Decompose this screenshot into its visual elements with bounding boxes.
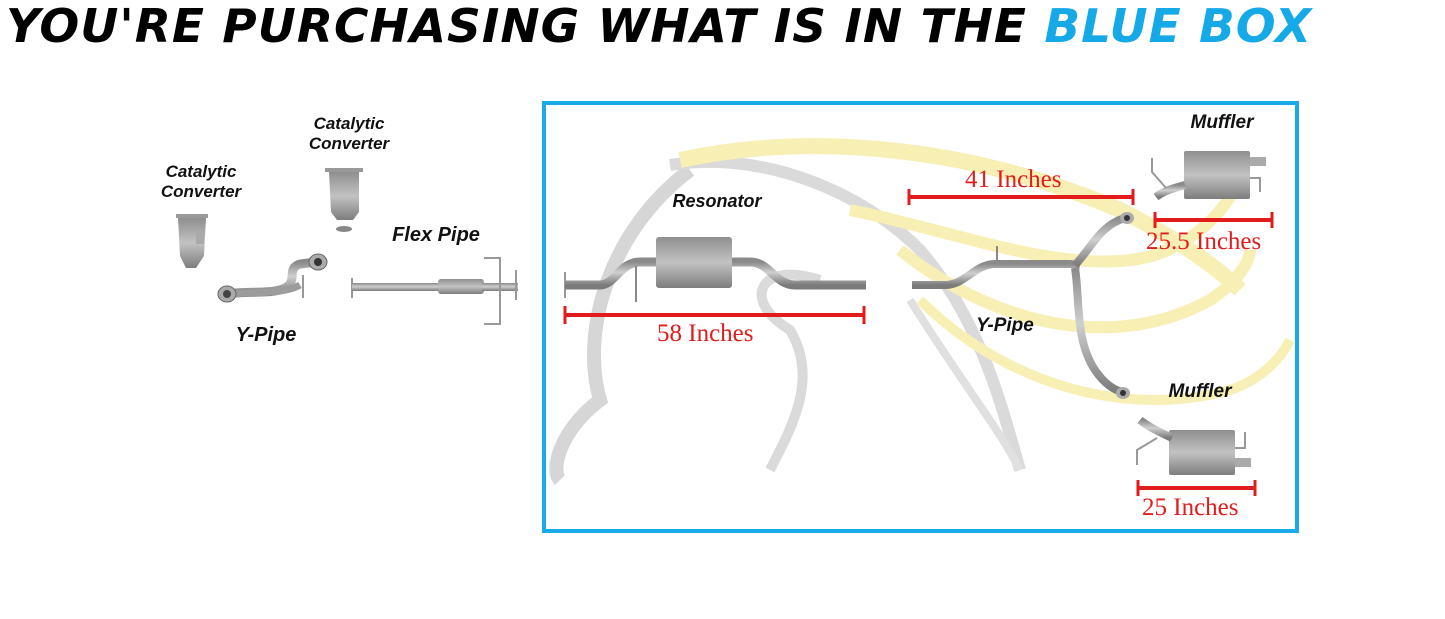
- label-line: Catalytic: [313, 114, 385, 133]
- label-line: Catalytic: [165, 162, 237, 181]
- flex-pipe-image: [351, 257, 518, 325]
- resonator-measurement: 58 Inches: [657, 320, 754, 347]
- y-pipe-measurement: 41 Inches: [965, 166, 1062, 193]
- label-line: Converter: [160, 181, 242, 201]
- y-pipe-small-image: [217, 253, 328, 303]
- resonator-label: Resonator: [672, 191, 762, 211]
- y-pipe-image: [912, 212, 1134, 399]
- headline-main: YOU'RE PURCHASING WHAT IS IN THE: [6, 0, 1045, 53]
- y-pipe-measurement-line: [907, 189, 1135, 205]
- y-pipe-small-label: Y-Pipe: [235, 324, 297, 346]
- resonator-measurement-line: [563, 306, 866, 324]
- included-parts-box: [542, 101, 1299, 533]
- muffler-bottom-image: [1136, 416, 1251, 475]
- muffler-bottom-label: Muffler: [1168, 381, 1232, 402]
- muffler-top-label: Muffler: [1190, 112, 1254, 133]
- catalytic-converter-1-image: [176, 214, 208, 268]
- muffler-top-measurement: 25.5 Inches: [1146, 228, 1262, 255]
- headline-accent: BLUE BOX: [1044, 0, 1313, 53]
- y-pipe-label: Y-Pipe: [976, 315, 1034, 336]
- muffler-bottom-measurement-line: [1136, 480, 1257, 496]
- watermark-logo: [549, 138, 1295, 485]
- flex-pipe-label: Flex Pipe: [392, 224, 480, 246]
- muffler-top-measurement-line: [1153, 212, 1274, 228]
- catalytic-converter-2-image: [325, 168, 363, 232]
- resonator-image: [564, 237, 866, 302]
- muffler-top-image: [1151, 151, 1266, 201]
- page-headline: YOU'RE PURCHASING WHAT IS IN THE BLUE BO…: [6, 0, 1312, 52]
- muffler-bottom-measurement: 25 Inches: [1142, 494, 1239, 521]
- label-line: Converter: [308, 133, 390, 153]
